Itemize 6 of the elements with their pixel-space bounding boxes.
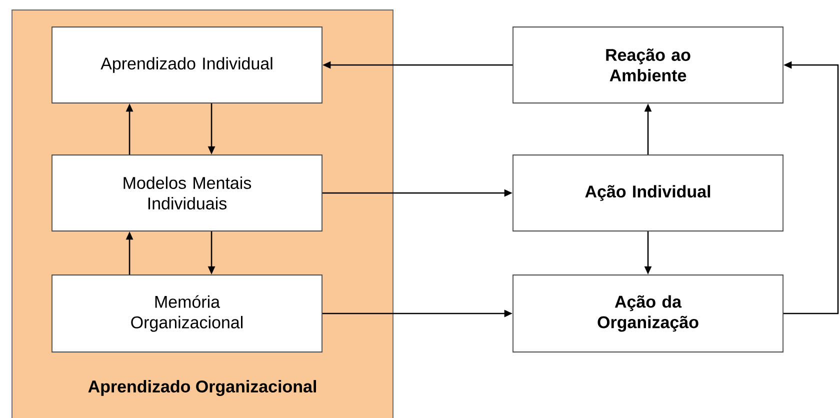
process-box: Modelos Mentais Individuais [52, 154, 322, 232]
process-box: Aprendizado Individual [52, 26, 322, 104]
process-box: Ação da Organização [512, 274, 784, 352]
process-box: Memória Organizacional [52, 274, 322, 352]
process-box: Reação ao Ambiente [512, 26, 784, 104]
process-box: Ação Individual [512, 154, 784, 232]
